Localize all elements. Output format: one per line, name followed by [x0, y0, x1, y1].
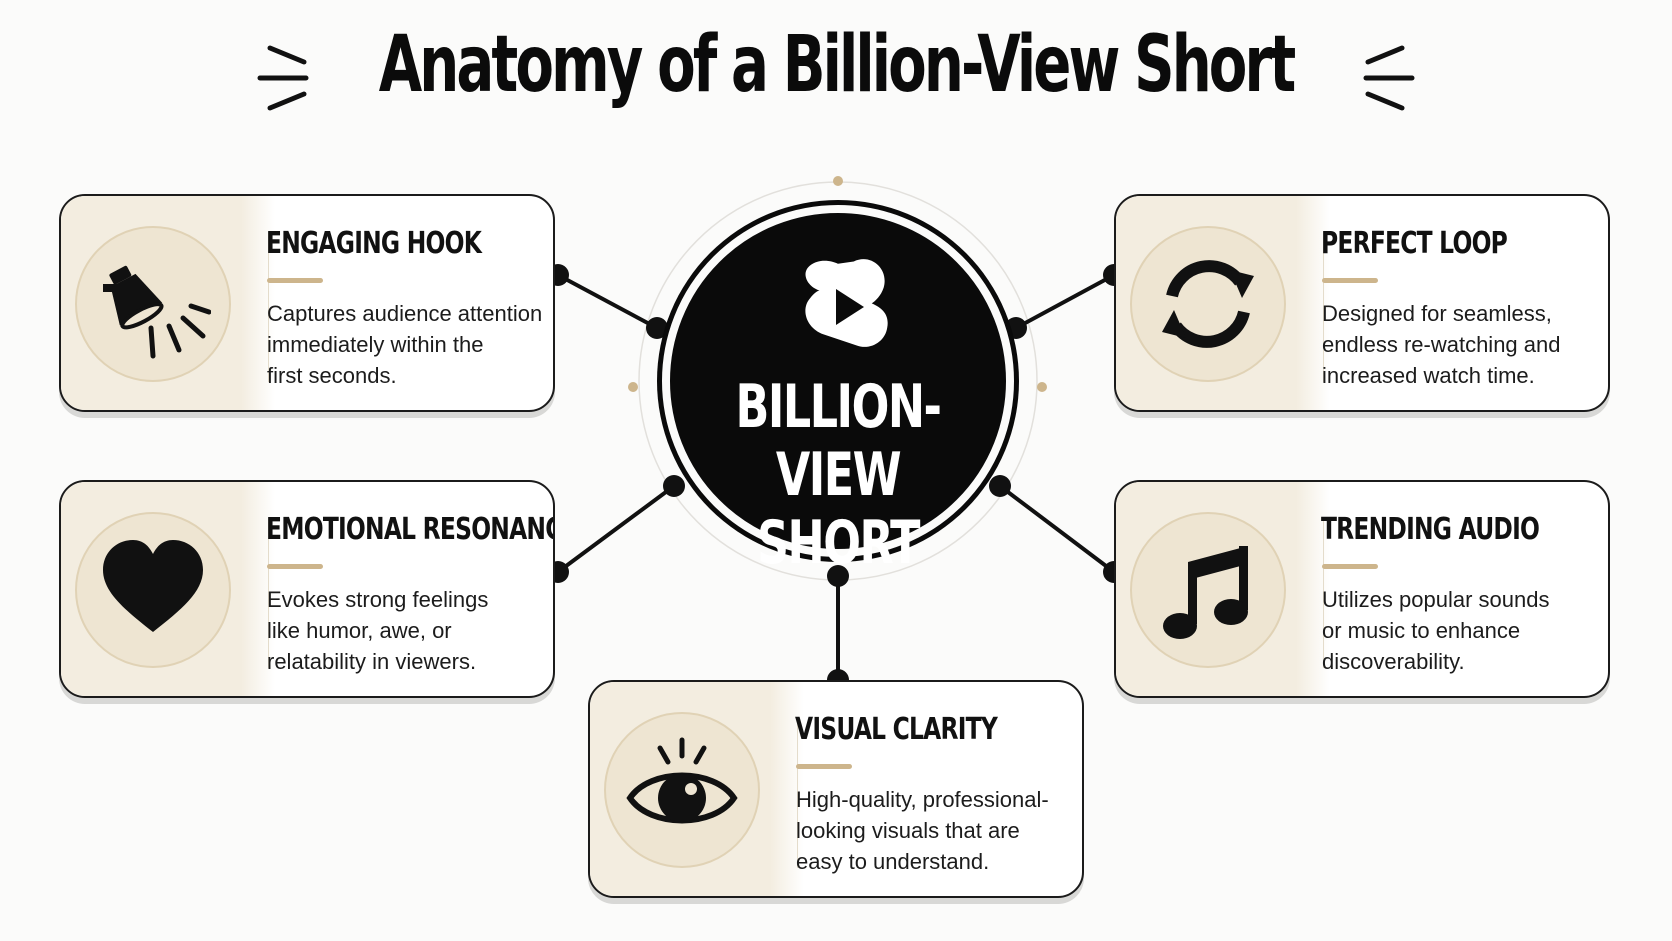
- desc-line: relatability in viewers.: [267, 649, 477, 674]
- card-title: ENGAGING HOOK: [266, 226, 482, 261]
- wire-emotional-resonance: [556, 484, 676, 574]
- music-note-icon: [1163, 546, 1248, 639]
- center-label-line2: SHORT: [757, 508, 920, 578]
- node: [827, 565, 849, 587]
- card-accent-rule: [267, 564, 323, 569]
- card-accent-rule: [267, 278, 323, 283]
- orbit-dot-left: [628, 382, 638, 392]
- spotlight-icon: [103, 265, 211, 359]
- wire-perfect-loop: [1015, 273, 1115, 330]
- desc-line: endless re-watching and: [1322, 332, 1561, 357]
- page-title: Anatomy of a Billion-View Short: [378, 20, 1296, 110]
- card-divider: [268, 232, 269, 382]
- card-title: PERFECT LOOP: [1321, 226, 1508, 261]
- title-spark-left-icon: [257, 45, 309, 111]
- card-description: Utilizes popular sounds or music to enha…: [1322, 584, 1608, 677]
- desc-line: discoverability.: [1322, 649, 1465, 674]
- card-accent-rule: [1322, 278, 1378, 283]
- desc-line: or music to enhance: [1322, 618, 1521, 643]
- desc-line: looking visuals that are: [796, 818, 1020, 843]
- heart-icon: [103, 540, 203, 632]
- card-divider: [268, 518, 269, 668]
- node: [989, 475, 1011, 497]
- center-label: BILLION-VIEW SHORT: [714, 373, 963, 577]
- desc-line: High-quality, professional-: [796, 787, 1049, 812]
- card-emotional-resonance: EMOTIONAL RESONANCE Evokes strong feelin…: [59, 480, 555, 698]
- card-divider: [1323, 232, 1324, 382]
- desc-line: Captures audience attention: [267, 301, 543, 326]
- card-title: EMOTIONAL RESONANCE: [266, 512, 555, 547]
- desc-line: immediately within the: [267, 332, 484, 357]
- node: [1005, 317, 1027, 339]
- wire-group: [556, 273, 1116, 680]
- eye-icon: [626, 737, 738, 824]
- card-accent-rule: [796, 764, 852, 769]
- desc-line: like humor, awe, or: [267, 618, 452, 643]
- card-divider: [1323, 518, 1324, 668]
- card-description: Designed for seamless, endless re-watchi…: [1322, 298, 1608, 391]
- orbit-dot-top: [833, 176, 843, 186]
- card-engaging-hook: ENGAGING HOOK Captures audience attentio…: [59, 194, 555, 412]
- desc-line: Designed for seamless,: [1322, 301, 1552, 326]
- loop-arrows-icon: [1162, 260, 1254, 348]
- shorts-play-icon: [805, 259, 888, 347]
- center-label-line1: BILLION-VIEW: [735, 372, 942, 510]
- card-accent-rule: [1322, 564, 1378, 569]
- wire-engaging-hook: [557, 273, 658, 330]
- desc-line: increased watch time.: [1322, 363, 1535, 388]
- card-title: TRENDING AUDIO: [1321, 512, 1540, 547]
- icon-badge: [1130, 512, 1286, 668]
- title-spark-right-icon: [1363, 45, 1415, 111]
- desc-line: easy to understand.: [796, 849, 990, 874]
- card-divider: [797, 718, 798, 868]
- card-title: VISUAL CLARITY: [795, 712, 998, 747]
- card-trending-audio: TRENDING AUDIO Utilizes popular sounds o…: [1114, 480, 1610, 698]
- desc-line: first seconds.: [267, 363, 397, 388]
- center-hub: BILLION-VIEW SHORT: [662, 205, 1014, 577]
- card-perfect-loop: PERFECT LOOP Designed for seamless, endl…: [1114, 194, 1610, 412]
- icon-badge: [1130, 226, 1286, 382]
- desc-line: Utilizes popular sounds: [1322, 587, 1550, 612]
- card-description: Evokes strong feelings like humor, awe, …: [267, 584, 553, 677]
- card-visual-clarity: VISUAL CLARITY High-quality, professiona…: [588, 680, 1084, 898]
- icon-badge: [75, 226, 231, 382]
- node: [646, 317, 668, 339]
- node: [663, 475, 685, 497]
- card-description: Captures audience attention immediately …: [267, 298, 553, 391]
- wire-trending-audio: [998, 484, 1116, 574]
- card-description: High-quality, professional- looking visu…: [796, 784, 1082, 877]
- icon-badge: [75, 512, 231, 668]
- desc-line: Evokes strong feelings: [267, 587, 489, 612]
- icon-badge: [604, 712, 760, 868]
- orbit-dot-right: [1037, 382, 1047, 392]
